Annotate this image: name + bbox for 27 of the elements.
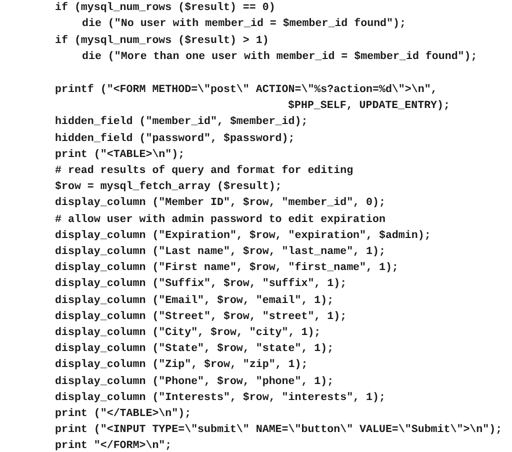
code-line: print "</FORM>\n"; — [55, 440, 172, 452]
code-line: $PHP_SELF, UPDATE_ENTRY); — [288, 100, 450, 114]
code-line: display_column ("Interests", $row, "interests", 1); — [55, 392, 386, 405]
code-line: display_column ("Street", $row, "street", 1); — [55, 310, 347, 324]
code-line: die ("No user with member_id = $member_id found"); — [82, 18, 406, 32]
code-line: display_column ("Email", $row, "email", 1); — [55, 294, 334, 308]
code-line: display_column ("State", $row, "state", 1); — [55, 343, 334, 356]
code-line: if (mysql_num_rows ($result) == 0) — [55, 2, 276, 15]
code-line: display_column ("City", $row, "city", 1); — [55, 327, 321, 340]
code-line: print ("</TABLE>\n"); — [55, 408, 192, 421]
code-line: display_column ("First name", $row, "first_name", 1); — [55, 262, 398, 276]
code-line: display_column ("Phone", $row, "phone", 1); — [55, 376, 334, 389]
code-line: print ("<TABLE>\n"); — [55, 148, 185, 162]
code-line: hidden_field ("member_id", $member_id); — [55, 116, 308, 130]
code-line: display_column ("Suffix", $row, "suffix", 1); — [55, 278, 347, 292]
code-line: print ("<INPUT TYPE=\"submit\" NAME=\"button\" VALUE=\"Submit\">\n"); — [55, 424, 502, 438]
code-line: display_column ("Member ID", $row, "member_id", 0); — [55, 197, 386, 210]
code-line: display_column ("Expiration", $row, "expiration", $admin); — [55, 230, 431, 243]
code-line: if (mysql_num_rows ($result) > 1) — [55, 34, 269, 48]
code-line: display_column ("Zip", $row, "zip", 1); — [55, 359, 308, 372]
code-line: hidden_field ("password", $password); — [55, 132, 295, 146]
code-line: # allow user with admin password to edit expiration — [55, 214, 386, 227]
code-line: # read results of query and format for editing — [55, 165, 354, 178]
code-line: display_column ("Last name", $row, "last_name", 1); — [55, 246, 386, 259]
code-line: die ("More than one user with member_id = $member_id found"); — [82, 51, 478, 64]
code-line: printf ("<FORM METHOD=\"post\" ACTION=\"%s?action=%d\">\n", — [55, 84, 438, 97]
code-line: $row = mysql_fetch_array ($result); — [55, 181, 282, 194]
